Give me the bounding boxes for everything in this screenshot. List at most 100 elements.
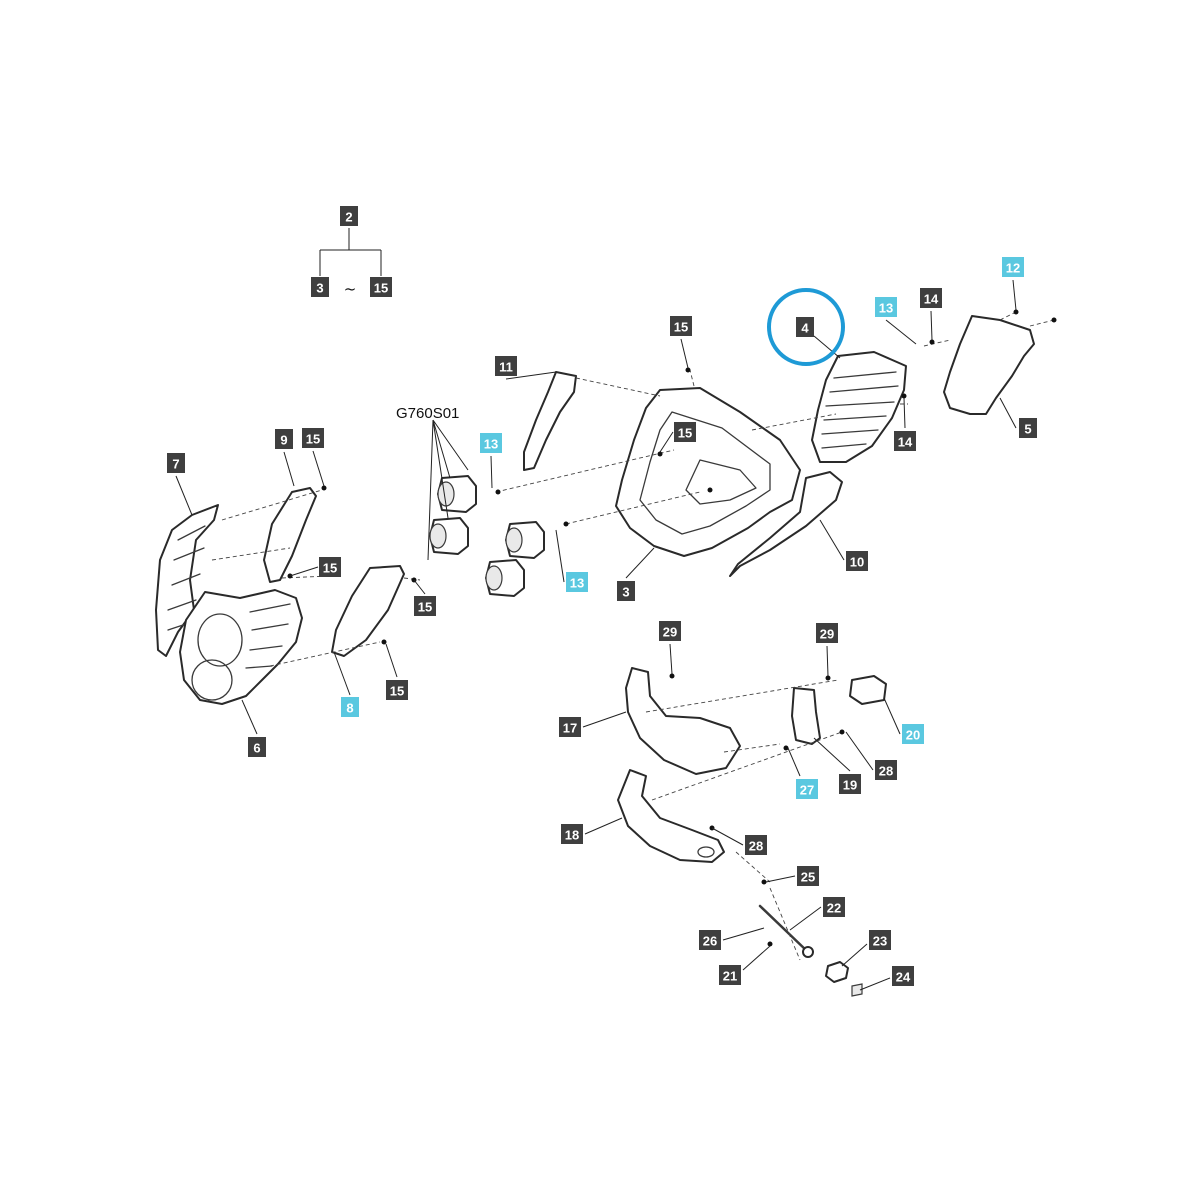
callout-box [617,581,635,601]
callout-label: 23 [873,934,887,949]
callout-c5: 5 [1019,418,1037,438]
callout-c15f: 15 [414,596,436,616]
part-11-trim [523,371,577,471]
callout-box [566,572,588,592]
part-24-screw [851,983,863,997]
callout-c13a: 13 [875,297,897,317]
callout-c15g: 15 [386,680,408,700]
callout-c15e: 15 [319,557,341,577]
callout-box [370,277,392,297]
callout-box [875,760,897,780]
callout-c17: 17 [559,717,581,737]
callout-label: 12 [1006,261,1020,276]
callout-label: 13 [484,437,498,452]
callout-box [823,897,845,917]
callout-c15d: 15 [302,428,324,448]
callout-c14a: 14 [920,288,942,308]
callout-label: 20 [906,728,920,743]
callout-c3: 3 [311,277,329,297]
callout-box [386,680,408,700]
callout-box [561,824,583,844]
callout-label: 29 [663,625,677,640]
callout-c10: 10 [846,551,868,571]
assembly-legend: ~ [319,228,382,298]
callout-label: 4 [801,321,809,336]
callout-c22: 22 [823,897,845,917]
callout-c14b: 14 [894,431,916,451]
callout-box [1019,418,1037,438]
part-4-front-grille [811,351,907,463]
callout-label: 13 [570,576,584,591]
callout-label: 3 [622,585,629,600]
callout-label: 2 [345,210,352,225]
callout-c29a: 29 [659,621,681,641]
callout-label: 29 [820,627,834,642]
callout-c23: 23 [869,930,891,950]
callout-box [745,835,767,855]
callout-box [319,557,341,577]
part-5-cover-plate [943,315,1035,415]
callout-box [311,277,329,297]
part-6-headlight-bezel [179,589,303,705]
part-23-cap [825,961,849,983]
callout-c13c: 13 [566,572,588,592]
callout-label: 15 [678,426,692,441]
callout-box [495,356,517,376]
callout-c13b: 13 [480,433,502,453]
callout-c12: 12 [1002,257,1024,277]
callout-box [1002,257,1024,277]
callout-c15a: 15 [370,277,392,297]
callout-box [869,930,891,950]
callout-box [275,429,293,449]
callout-c18: 18 [561,824,583,844]
callout-c2: 2 [340,206,358,226]
callout-c7: 7 [167,453,185,473]
callout-label: 24 [896,970,911,985]
callout-box [248,737,266,757]
callout-box [816,623,838,643]
callout-box [559,717,581,737]
callout-box [699,930,721,950]
callout-box [674,422,696,442]
callout-label: 15 [390,684,404,699]
callout-box [719,965,741,985]
callout-label: 27 [800,783,814,798]
callout-label: 5 [1024,422,1031,437]
callout-label: 15 [323,561,337,576]
callout-label: 3 [316,281,323,296]
callout-box [920,288,942,308]
callout-label: 15 [674,320,688,335]
callout-box [670,316,692,336]
part-17-fender [625,667,741,775]
callout-c28b: 28 [745,835,767,855]
callout-label: 18 [565,828,579,843]
callout-c15c: 15 [674,422,696,442]
callout-box [894,431,916,451]
headlight-units [429,475,545,597]
part-3-hood-shell [615,387,801,557]
callout-c24: 24 [892,966,914,986]
callout-label: 11 [499,360,513,375]
callout-c9: 9 [275,429,293,449]
callout-c4: 4 [796,317,814,337]
part-7-inner-frame [155,504,219,657]
callout-label: 17 [563,721,577,736]
callout-label: 26 [703,934,717,949]
callout-box [892,966,914,986]
callout-c29b: 29 [816,623,838,643]
callout-label: 14 [898,435,913,450]
part-22-cable [758,904,814,958]
callout-label: 13 [879,301,893,316]
callout-c28a: 28 [875,760,897,780]
callout-label: 15 [418,600,432,615]
callout-label: 8 [346,701,353,716]
callout-c3b: 3 [617,581,635,601]
callout-label: 28 [749,839,763,854]
callout-box [796,317,814,337]
callout-leaders [175,279,1017,991]
callout-box [340,206,358,226]
highlight-ring [767,288,845,366]
callout-label: 21 [723,969,737,984]
